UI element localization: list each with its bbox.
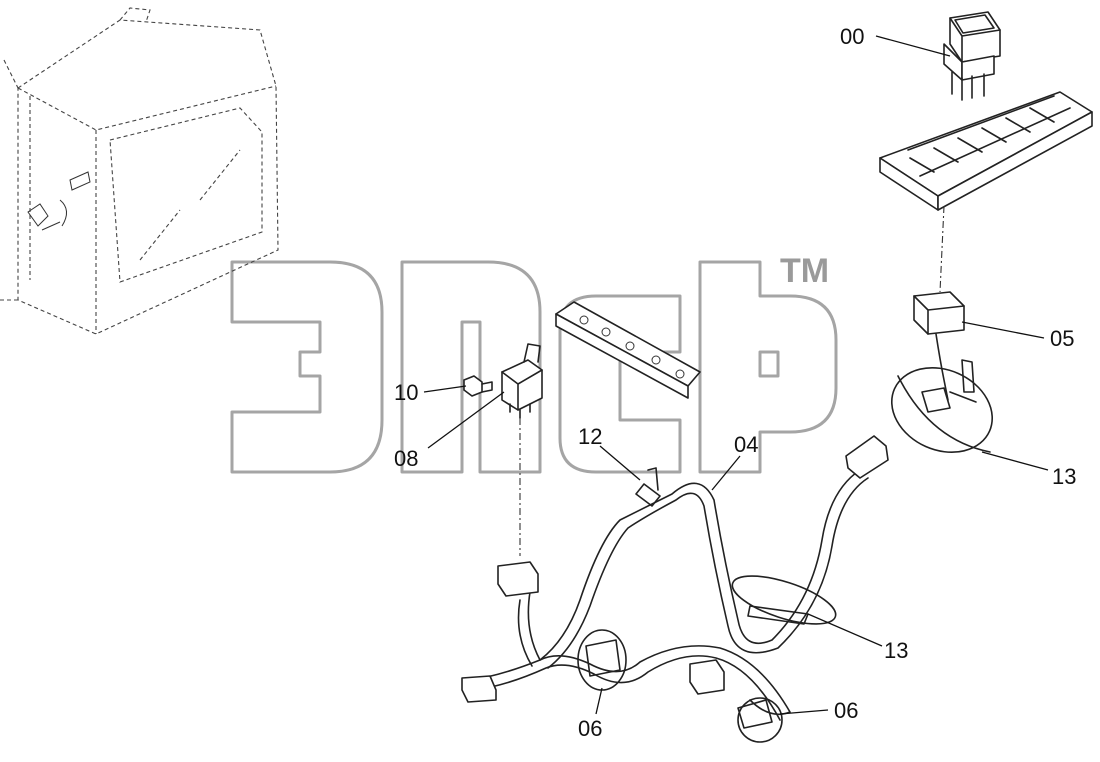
callout-13-upper: 13 — [1052, 464, 1076, 489]
callout-06-left: 06 — [578, 716, 602, 741]
relay-08-part — [501, 343, 543, 419]
relay-bracket-part — [555, 301, 701, 399]
callout-04: 04 — [734, 432, 758, 457]
switch-panel-part — [879, 91, 1093, 211]
connector-05-part — [913, 291, 965, 401]
trademark-label: TM — [780, 252, 829, 290]
callout-13-lower: 13 — [884, 638, 908, 663]
callout-00: 00 — [840, 24, 864, 49]
rocker-switch-part — [943, 11, 1001, 101]
callout-10: 10 — [394, 380, 418, 405]
nut-10-part — [463, 375, 493, 397]
callout-08: 08 — [394, 446, 418, 471]
callout-12: 12 — [578, 424, 602, 449]
cable-tie-13-upper — [890, 359, 994, 454]
cab-outline — [0, 7, 279, 335]
callout-05: 05 — [1050, 326, 1074, 351]
callout-06-right: 06 — [834, 698, 858, 723]
wire-harness-04 — [461, 435, 889, 743]
